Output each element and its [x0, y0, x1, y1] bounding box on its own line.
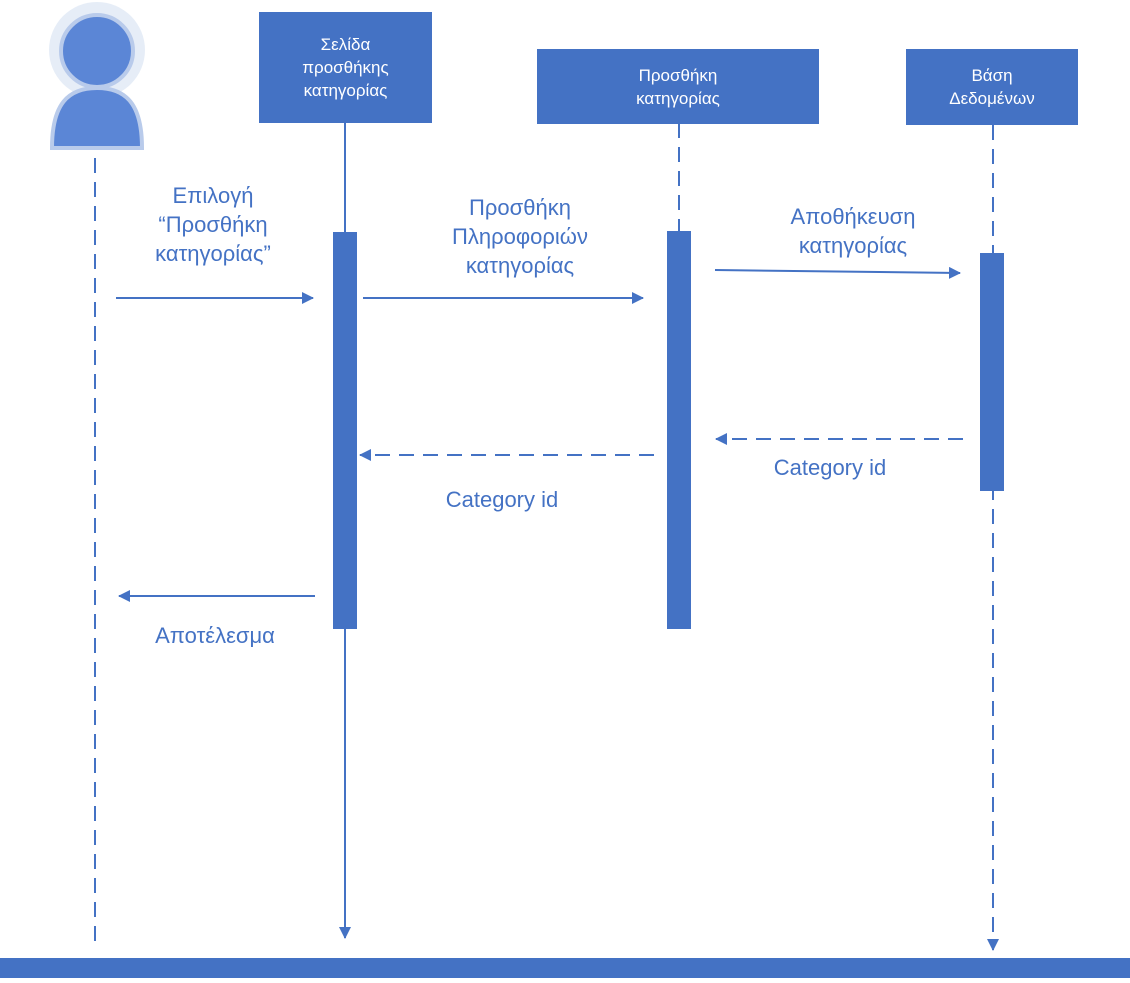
message-label-result: Αποτέλεσμα — [155, 623, 275, 648]
lifeline-box-database: Βάση Δεδομένων — [906, 49, 1078, 125]
lifeline-box-add-category: Προσθήκη κατηγορίας — [537, 49, 819, 124]
user-icon — [49, 2, 145, 150]
lifeline-box-add-category-page: Σελίδα προσθήκης κατηγορίας — [259, 12, 432, 123]
message-label-category-id-db: Category id — [773, 455, 887, 480]
page-activation-bar — [333, 232, 357, 629]
message-arrow-save-category — [714, 266, 961, 279]
message-label-save-category: Αποθήκευση κατηγορίας — [790, 204, 916, 258]
message-label-category-id-page: Category id — [445, 487, 559, 512]
message-label-select-add: Επιλογή “Προσθήκη κατηγορίας” — [155, 183, 271, 266]
bottom-border-bar — [0, 958, 1130, 978]
message-label-add-info: Προσθήκη Πληροφοριών κατηγορίας — [452, 195, 588, 278]
database-activation-bar — [980, 253, 1004, 491]
add-category-activation-bar — [667, 231, 691, 629]
